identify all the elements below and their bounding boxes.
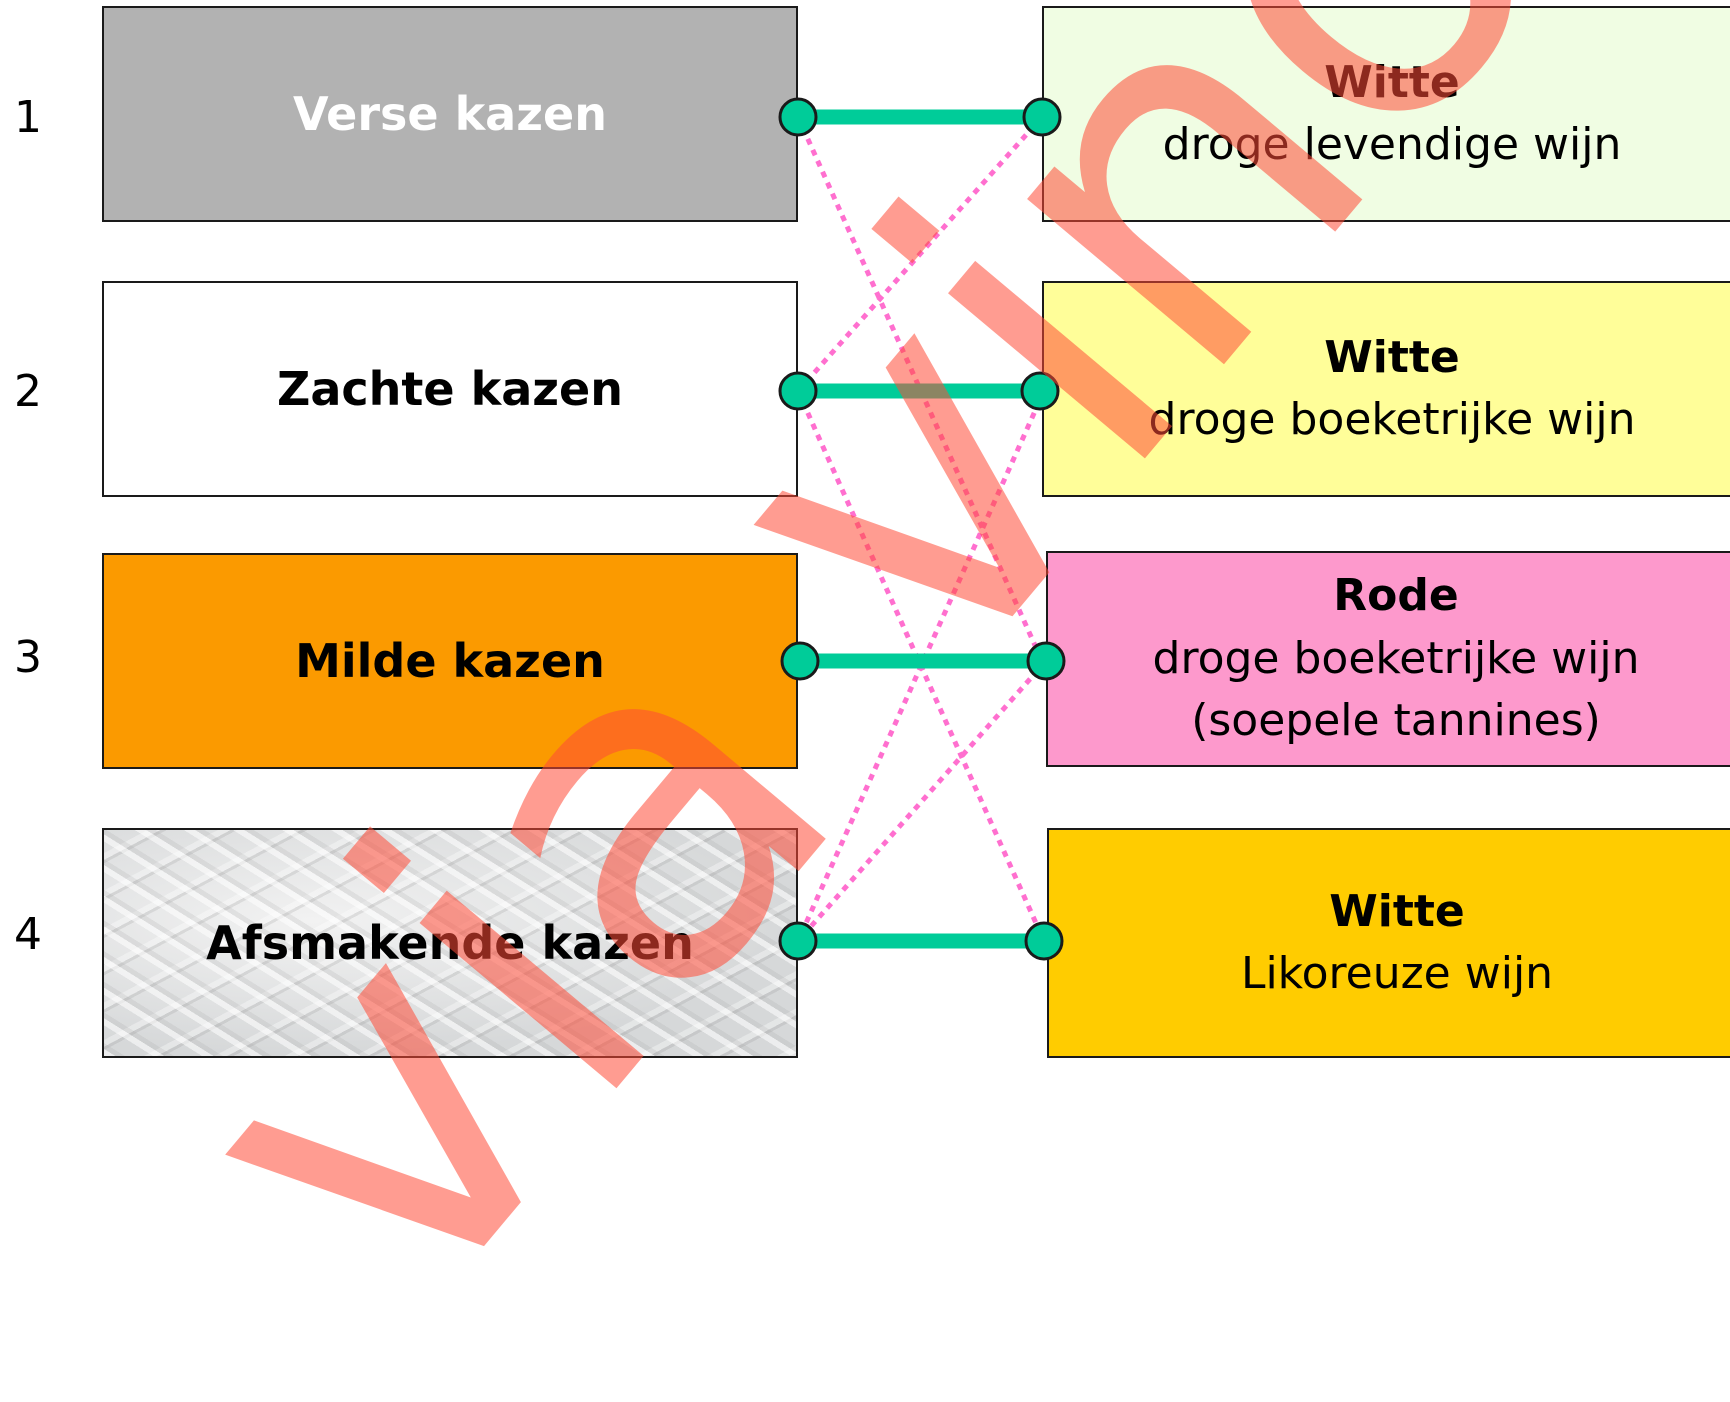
dot-left-3[interactable] [780, 641, 820, 681]
row-number-3: 3 [14, 632, 42, 683]
match-lines [790, 109, 1054, 949]
connector-layer [778, 97, 1066, 961]
wine-box-3[interactable]: Rode droge boeketrijke wijn (soepele tan… [1046, 551, 1730, 767]
decoy-line-r1-2 [796, 115, 1044, 393]
wine-box-1[interactable]: Witte droge levendige wijn [1042, 6, 1730, 222]
row-number-2: 2 [14, 366, 42, 417]
wine-box-4[interactable]: Witte Likoreuze wijn [1047, 828, 1730, 1058]
wine-desc-3b: (soepele tannines) [1191, 695, 1601, 747]
cheese-label-3: Milde kazen [295, 634, 605, 688]
wine-title-3: Rode [1333, 570, 1459, 622]
row-number-1: 1 [14, 92, 42, 143]
dot-right-2[interactable] [1020, 371, 1060, 411]
cheese-box-1[interactable]: Verse kazen [102, 6, 798, 222]
decoy-lines [795, 115, 1048, 943]
decoy-line-r3-4 [796, 659, 1048, 943]
dot-left-4[interactable] [778, 921, 818, 961]
wine-desc-3: droge boeketrijke wijn [1152, 632, 1640, 684]
dot-right-1[interactable] [1022, 97, 1062, 137]
decoy-line-1-3 [795, 115, 1045, 663]
wine-desc-1: droge levendige wijn [1162, 119, 1622, 170]
connector-dots [778, 97, 1066, 961]
dot-right-4[interactable] [1024, 921, 1064, 961]
wine-title-1: Witte [1324, 56, 1460, 108]
wine-title-4: Witte [1329, 885, 1465, 937]
cheese-label-1: Verse kazen [293, 87, 607, 141]
wine-title-2: Witte [1324, 331, 1460, 383]
dot-left-2[interactable] [778, 371, 818, 411]
cheese-label-2: Zachte kazen [277, 362, 623, 416]
wine-desc-4: Likoreuze wijn [1240, 948, 1554, 999]
cheese-label-4: Afsmakende kazen [206, 916, 694, 970]
wine-box-2[interactable]: Witte droge boeketrijke wijn [1042, 281, 1730, 497]
row-number-4: 4 [14, 909, 42, 960]
cheese-box-4[interactable]: Afsmakende kazen [102, 828, 798, 1058]
dot-right-3[interactable] [1026, 641, 1066, 681]
cheese-box-3[interactable]: Milde kazen [102, 553, 798, 769]
wine-desc-2: droge boeketrijke wijn [1148, 394, 1636, 445]
dot-left-1[interactable] [778, 97, 818, 137]
